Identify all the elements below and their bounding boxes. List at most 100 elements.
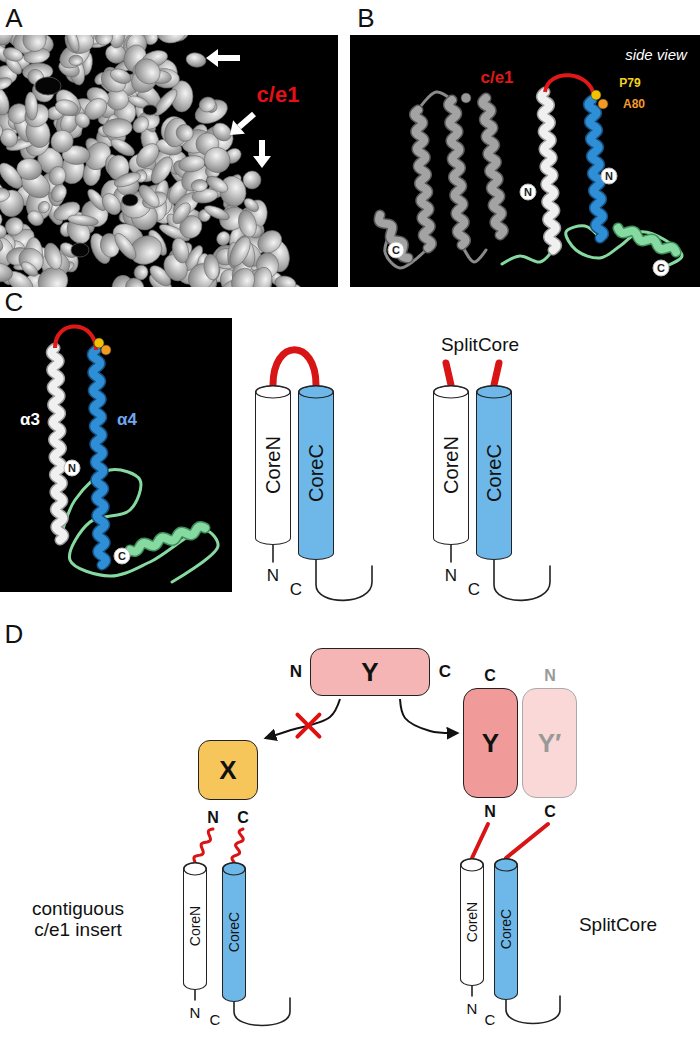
reaction-arrow [266,699,340,738]
figure-shape [98,190,124,218]
loop-ribbon [55,326,96,350]
helix-label: α4 [117,411,137,430]
construct-label: contiguous c/e1 insert [16,899,141,941]
view-label: side view [625,47,687,64]
cylinder-cap [433,385,469,399]
terminus-label: C [118,550,126,562]
terminus-label: C [657,262,665,274]
domain-name: Y′ [538,730,562,756]
residue-ball [461,93,471,103]
cylinder-cap [255,385,291,399]
figure-shape [173,121,197,145]
terminus-label: C [290,581,302,600]
figure-shape [111,230,140,262]
figure-shape [0,222,9,242]
ribbon-model [51,326,218,582]
figure-shape [108,66,133,86]
figure-shape [122,275,147,287]
figure-shape [178,154,206,174]
helix-ribbon [541,92,556,250]
pointer-arrow [230,120,245,135]
figure-shape [24,92,38,121]
helix-ribbon [448,100,465,245]
helix-ribbon [448,100,465,245]
blocked-mark [297,715,319,737]
split-linker [506,824,548,858]
figure-shape [223,863,245,875]
figure-shape [200,143,234,177]
region-label: c/e1 [257,83,300,107]
terminus-dot [520,184,536,200]
chain-stem [471,986,473,996]
cylinder-cap [183,862,207,876]
terminus-label: C [210,1012,221,1029]
ribbon-model [379,75,682,268]
figure-shape [461,859,483,871]
terminus-dot [64,460,80,476]
terminus-label: N [467,1001,478,1018]
figure-shape [495,859,517,871]
terminus-label: C [468,581,480,600]
residue-ball [101,345,111,355]
figure-shape [0,35,17,49]
construct-label: SplitCore [579,915,657,936]
panel-letter: D [5,620,24,649]
figure-shape [102,118,133,139]
figure-shape [35,77,61,95]
panel-letter: A [5,4,22,33]
coil-ribbon [502,250,553,264]
terminus-label: N [445,567,457,586]
cylinder-cap [476,385,512,399]
core-helix: CoreC [298,385,334,560]
helix-name: CoreC [227,912,241,952]
core-helix: CoreC [222,862,246,1002]
figure-shape [19,259,40,279]
terminus-label: N [68,462,76,474]
terminus-label: N [484,803,496,821]
figure-shape [253,226,286,258]
helix-ribbon [483,98,504,235]
figure-shape [297,715,319,737]
helix-ribbon [414,110,431,248]
figure-shape [71,243,89,257]
figure-shape [256,386,290,398]
terminus-label: N [605,170,613,182]
terminus-label: N [290,663,302,682]
panel-letter: B [357,4,374,33]
figure-shape [46,126,77,157]
helix-ribbon [483,98,504,235]
domain-box: Y [463,688,518,798]
figure-shape [184,863,206,875]
split-linker [494,363,499,385]
helix-ribbon [588,100,603,238]
figure-shape [0,260,14,284]
helix-ribbon [618,228,676,252]
domain-box: Y [310,648,430,696]
figure-shape [191,179,208,192]
cylinder-cap [494,858,518,872]
figure-shape [155,35,189,46]
figure-shape [197,95,218,115]
figure-shape [169,200,194,227]
helix-ribbon [414,110,431,248]
figure-shape [299,386,333,398]
figure-shape [236,208,259,239]
chain-stem [450,545,452,562]
figure-shape [94,35,114,47]
helix-ribbon [51,348,64,540]
helix-name: CoreC [306,444,326,502]
figure-shape [19,35,50,55]
residue-label: P79 [619,77,640,90]
figure-shape [64,35,82,54]
core-helix: CoreN [255,385,291,545]
terminus-label: N [267,567,279,586]
image-panel [0,318,232,592]
chain-tail [316,560,372,600]
helix-ribbon [541,92,556,250]
region-label: c/e1 [480,69,513,88]
figure-shape [274,274,297,287]
figure-shape [191,95,231,128]
core-helix: CoreN [433,385,469,545]
